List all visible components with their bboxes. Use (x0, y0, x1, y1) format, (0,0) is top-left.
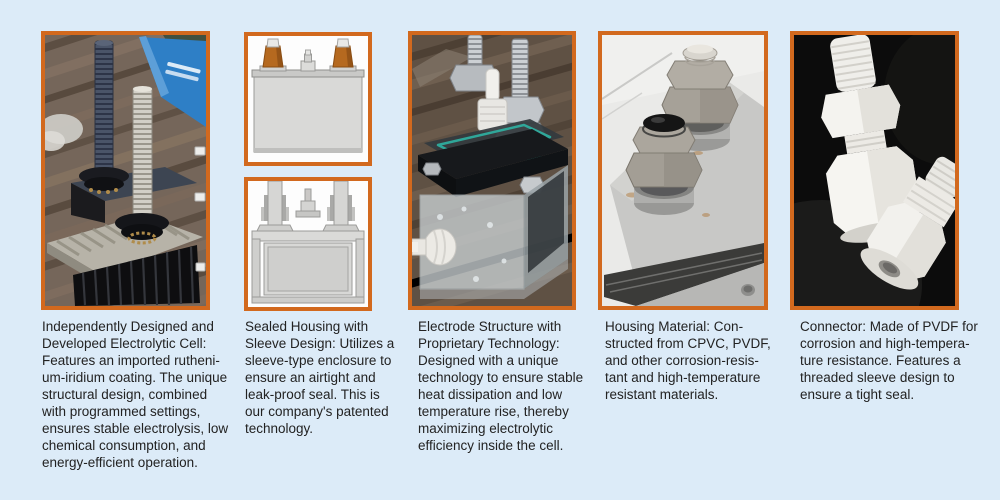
feature-caption-electrolytic-cell: Independently Designed and Developed Ele… (42, 318, 229, 471)
terminal-post-right (329, 38, 357, 72)
caption-line: Connector: Made of PVDF for (800, 319, 978, 334)
feature-card-electrode-structure: Electrode Structure with Proprietary Tec… (408, 31, 584, 454)
caption-line: Independently Designed and (42, 319, 214, 334)
caption-line: um-iridium coating. The unique (42, 370, 228, 385)
caption-line: energy-efficient operation. (42, 455, 198, 470)
caption-line: sleeve-type enclosure to (245, 353, 392, 368)
caption-line: our company's patented (245, 404, 389, 419)
caption-line: Sleeve Design: Utilizes a (245, 336, 395, 351)
caption-line: and other corrosion-resis- (605, 353, 759, 368)
pvdf-connector-tilted (860, 156, 955, 290)
feature-caption-electrode-structure: Electrode Structure with Proprietary Tec… (418, 318, 584, 454)
caption-line: Electrode Structure with (418, 319, 562, 334)
pvdf-connector-photo-illustration (794, 35, 955, 306)
caption-line: ensure an airtight and (245, 370, 376, 385)
center-nut (300, 49, 316, 72)
caption-line: technology to ensure stable (418, 370, 584, 385)
caption-line: temperature rise, thereby (418, 404, 569, 419)
caption-line: ture resistance. Features a (800, 353, 961, 368)
caption-line: chemical consumption, and (42, 438, 206, 453)
acrylic-cell-photo-illustration (412, 35, 572, 306)
feature-card-electrolytic-cell: Independently Designed and Developed Ele… (41, 31, 229, 471)
sealed-housing-render-illustration (248, 36, 368, 162)
caption-line: with programmed settings, (42, 404, 201, 419)
caption-line: Features an imported rutheni- (42, 353, 220, 368)
white-top-fitting (477, 68, 508, 132)
feature-caption-sealed-housing: Sealed Housing with Sleeve Design: Utili… (245, 318, 395, 437)
caption-line: tant and high-temperature (605, 370, 761, 385)
caption-line: maximizing electrolytic (418, 421, 554, 436)
caption-line: ensures stable electrolysis, low (42, 421, 229, 436)
electrolytic-cell-photo (41, 31, 210, 310)
caption-line: corrosion and high-tempera- (800, 336, 970, 351)
feature-caption-connector: Connector: Made of PVDF for corrosion an… (800, 318, 978, 403)
cross-section-illustration (248, 181, 368, 307)
electrolytic-cell-photo-illustration (45, 35, 206, 306)
caption-line: structed from CPVC, PVDF, (605, 336, 771, 351)
caption-line: Designed with a unique (418, 353, 559, 368)
feature-card-sealed-housing: Sealed Housing with Sleeve Design: Utili… (244, 32, 395, 437)
heatsink-block (47, 215, 203, 306)
sealed-housing-cross-section (244, 177, 372, 311)
caption-line: efficiency inside the cell. (418, 438, 564, 453)
feature-caption-housing-material: Housing Material: Con- structed from CPV… (605, 318, 771, 403)
acrylic-cell-photo (408, 31, 576, 310)
sealed-housing-render (244, 32, 372, 166)
side-nozzle-fitting (412, 228, 457, 266)
cell-lid-and-gasket (418, 119, 568, 197)
caption-line: resistant materials. (605, 387, 719, 402)
caption-line: threaded sleeve design to (800, 370, 955, 385)
center-port (295, 188, 321, 218)
feature-card-connector: Connector: Made of PVDF for corrosion an… (790, 31, 978, 403)
clear-cell-body (419, 165, 568, 299)
caption-line: Proprietary Technology: (418, 336, 560, 351)
caption-line: ensure a tight seal. (800, 387, 915, 402)
caption-line: Developed Electrolytic Cell: (42, 336, 207, 351)
caption-line: technology. (245, 421, 314, 436)
caption-line: leak-proof seal. This is (245, 387, 380, 402)
caption-line: heat dissipation and low (418, 387, 563, 402)
caption-line: Sealed Housing with (245, 319, 369, 334)
metal-fitting-black-cap (625, 114, 703, 215)
white-clips (194, 146, 206, 272)
caption-line: Housing Material: Con- (605, 319, 744, 334)
housing-material-photo-illustration (602, 35, 764, 306)
pvdf-connector-photo (790, 31, 959, 310)
caption-line: structural design, combined (42, 387, 208, 402)
blue-booklet (139, 35, 206, 127)
feature-card-housing-material: Housing Material: Con- structed from CPV… (598, 31, 771, 403)
housing-material-photo (598, 31, 768, 310)
dark-threaded-rod (79, 40, 129, 194)
silver-threaded-rod (115, 86, 169, 245)
terminal-post-left (259, 38, 287, 72)
